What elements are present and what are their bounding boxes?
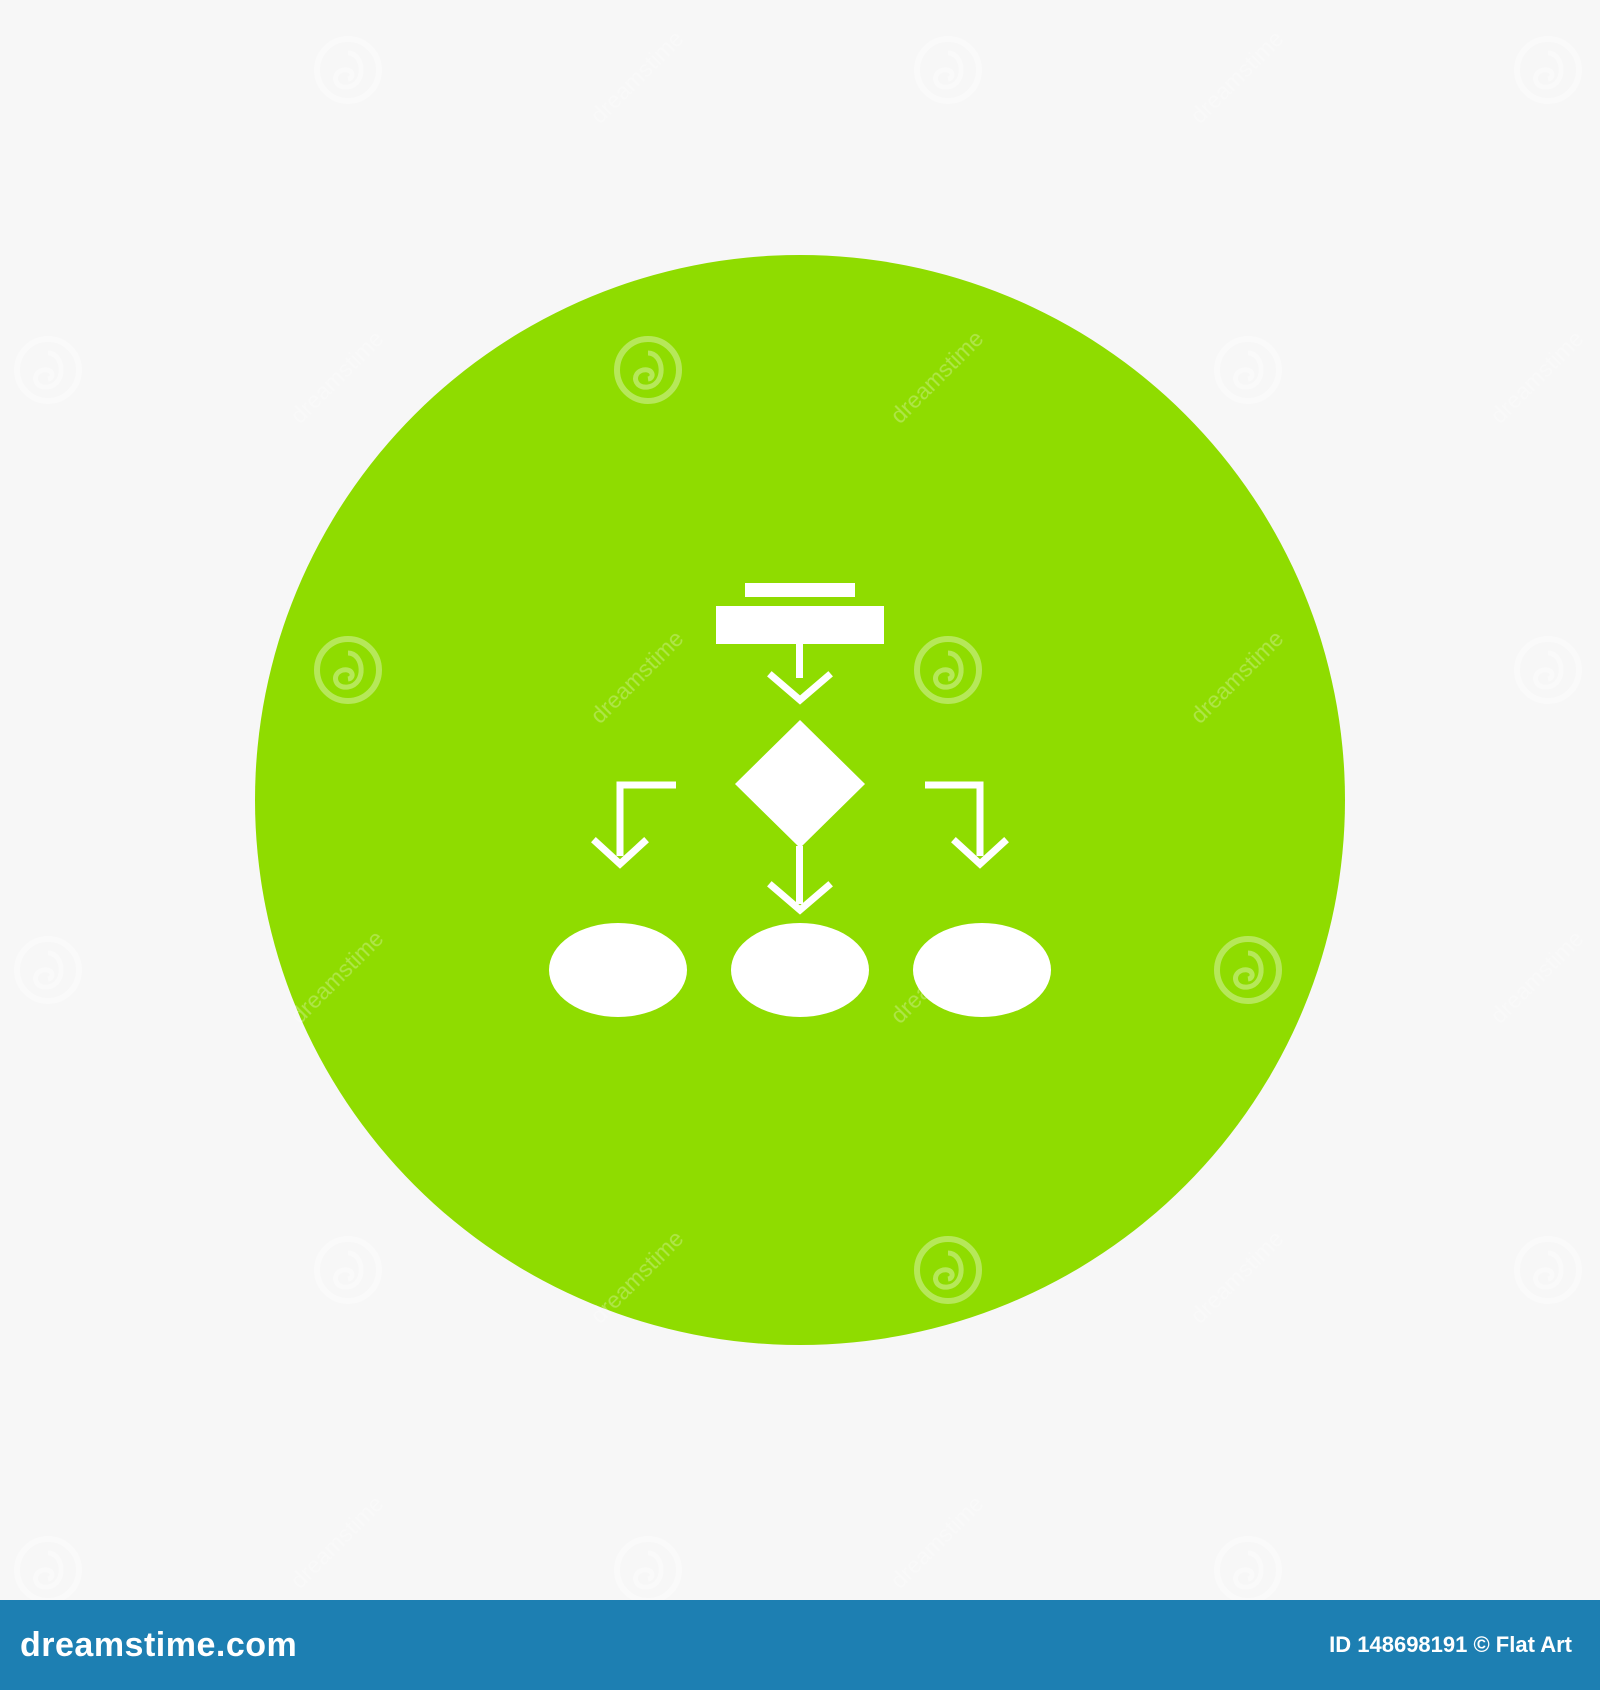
right-branch-line <box>925 781 984 856</box>
image-id-credit: ID 148698191 © Flat Art <box>1329 1632 1572 1657</box>
brand-logo: dreamstime.com <box>20 1625 298 1664</box>
outcome-ellipse-left <box>549 923 687 1017</box>
center-arrow-head <box>767 881 833 915</box>
left-branch-line <box>616 781 676 856</box>
decision-diamond <box>735 720 865 848</box>
outcome-ellipse-center <box>731 923 869 1017</box>
center-arrow-stem <box>796 846 803 904</box>
flowchart-illustration <box>255 255 1345 1345</box>
right-arrow-head <box>951 837 1009 869</box>
process-arrow-stem <box>796 644 803 678</box>
process-box <box>716 606 884 644</box>
left-arrow-head <box>591 837 649 869</box>
footer-bar: dreamstime.com ID 148698191 © Flat Art <box>0 1600 1600 1690</box>
process-top-bar <box>745 583 855 597</box>
outcome-ellipse-right <box>913 923 1051 1017</box>
flowchart-icon <box>549 583 1051 1017</box>
process-arrow-head <box>767 671 833 705</box>
